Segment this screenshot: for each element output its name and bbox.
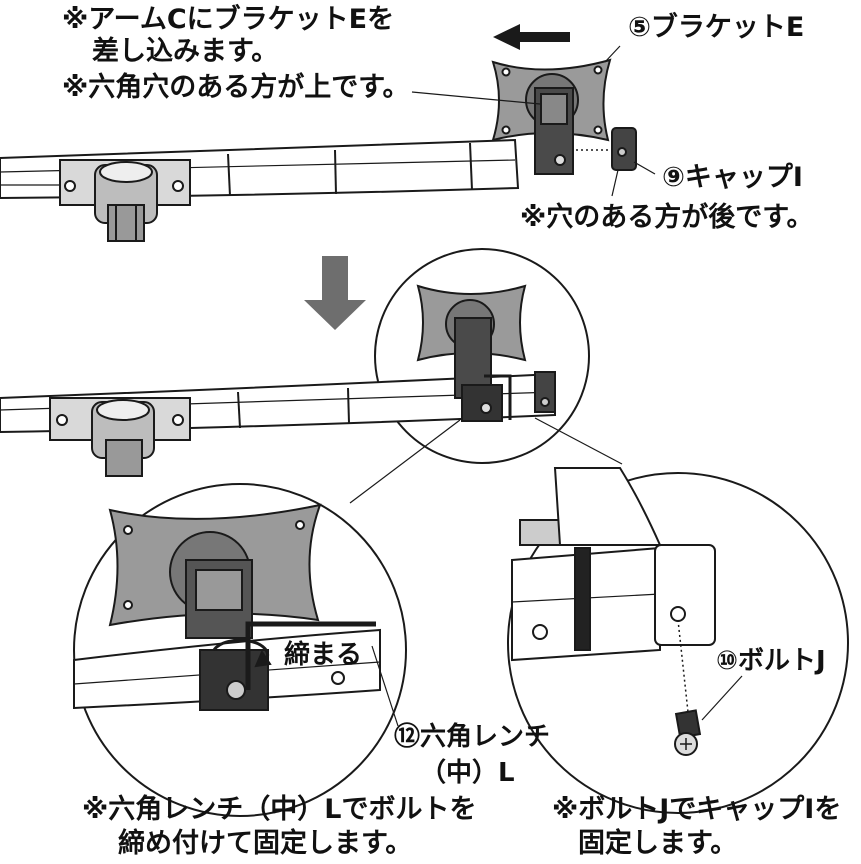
top-leader-lines [411,45,656,197]
note-wrench-fix-line1: ※六角レンチ（中）Lでボルトを [82,794,477,825]
detail-wrench [73,483,407,817]
note-bolt-fix-line2: 固定します。 [578,828,738,859]
label-wrench-l-line2: （中）L [420,758,515,788]
detail-bolt [507,467,849,814]
note-wrench-fix-line2: 締め付けて固定します。 [118,828,413,859]
label-tighten: 締まる [284,640,363,670]
label-bracket-e: ⑤ブラケットE [628,12,805,43]
label-wrench-l-line1: ⑫六角レンチ [394,722,551,752]
top-assembly [0,24,656,242]
bracket-e-middle [416,284,556,422]
insert-direction-arrow [493,24,570,50]
note-arm-insert-line1: ※アームCにブラケットEを [62,4,395,35]
bracket-e-top [491,58,612,175]
bolt-leader-line [701,675,743,721]
step-down-arrow [304,256,366,330]
note-bolt-fix-line1: ※ボルトJでキャップIを [552,794,842,825]
label-cap-i: ⑨キャップI [662,162,803,193]
note-arm-insert-line2: 差し込みます。 [92,36,279,67]
arm-clamp-middle [49,397,191,477]
arm-clamp-top [59,159,191,242]
middle-assembly [0,248,590,477]
detail-connector-lines [349,417,623,504]
label-bolt-j: ⑩ボルトJ [716,646,826,676]
cap-i-top [576,127,637,171]
wrench-leader-line [371,645,399,727]
note-hole-back: ※穴のある方が後です。 [520,202,814,233]
note-hole-up: ※六角穴のある方が上です。 [62,72,410,103]
